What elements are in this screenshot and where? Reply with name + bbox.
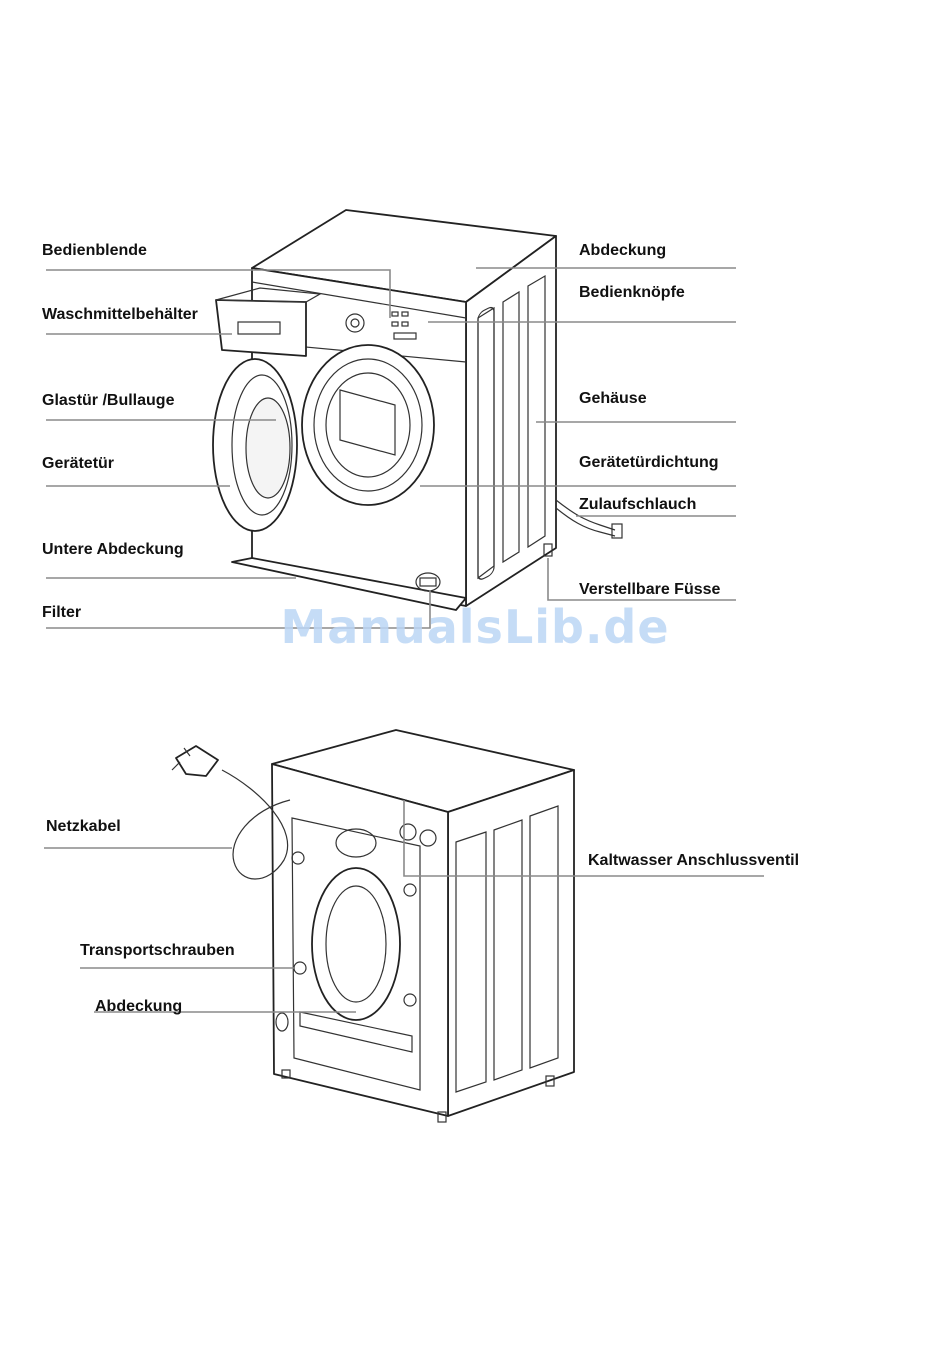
label-geraetetuer: Gerätetür xyxy=(42,456,114,472)
label-zulaufschlauch: Zulaufschlauch xyxy=(579,497,696,513)
label-untere-abdeckung: Untere Abdeckung xyxy=(42,542,184,558)
back-machine-illustration xyxy=(172,730,574,1122)
label-kaltwasser-anschlussventil: Kaltwasser Anschlussventil xyxy=(588,853,799,869)
label-transportschrauben: Transportschrauben xyxy=(80,943,235,959)
label-glastuer-bullauge: Glastür /Bullauge xyxy=(42,393,174,409)
watermark-text: ManualsLib.de xyxy=(0,600,950,654)
label-gehaeuse: Gehäuse xyxy=(579,391,647,407)
label-bedienknoepfe: Bedienknöpfe xyxy=(579,285,685,301)
label-verstellbare-fuesse: Verstellbare Füsse xyxy=(579,582,720,598)
label-waschmittelbehaelter: Waschmittelbehälter xyxy=(42,307,198,323)
label-abdeckung-front: Abdeckung xyxy=(579,243,666,259)
label-geraetetuerdichtung: Gerätetürdichtung xyxy=(579,455,719,471)
label-bedienblende: Bedienblende xyxy=(42,243,147,259)
label-netzkabel: Netzkabel xyxy=(46,819,121,835)
label-abdeckung-back: Abdeckung xyxy=(95,999,182,1015)
